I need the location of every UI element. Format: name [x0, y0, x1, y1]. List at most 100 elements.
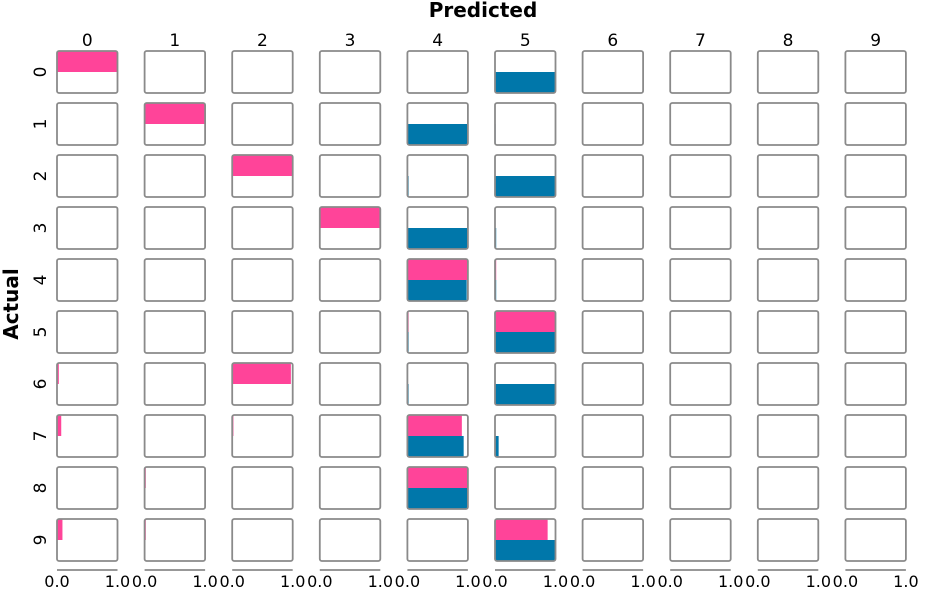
cell-frame	[756, 206, 820, 250]
bar	[407, 415, 462, 436]
cell-frame	[581, 518, 644, 562]
matrix-cell	[669, 414, 732, 458]
cell-frame	[844, 206, 907, 250]
matrix-cell	[669, 154, 732, 198]
cell-frame	[494, 518, 557, 562]
cell-frame	[231, 414, 294, 458]
cell-frame	[231, 154, 294, 198]
cell-frame	[844, 362, 907, 406]
matrix-cell	[143, 206, 207, 250]
matrix-cell	[318, 466, 382, 510]
x-tick-label: 0.0	[219, 572, 244, 591]
x-tick-label: 1.0	[368, 572, 393, 591]
matrix-cell	[756, 154, 820, 198]
matrix-cell	[844, 50, 907, 94]
matrix-cell	[406, 50, 469, 94]
matrix-cell	[669, 102, 732, 146]
row-label: 3	[31, 223, 51, 234]
bar	[407, 280, 467, 301]
bar	[407, 124, 468, 145]
matrix-cell	[231, 414, 294, 458]
cell-frame	[581, 310, 644, 354]
matrix-cell	[494, 102, 557, 146]
cell-frame	[581, 154, 644, 198]
cell-frame	[581, 414, 644, 458]
matrix-cell	[756, 258, 820, 302]
cell-frame	[318, 518, 382, 562]
cell-frame	[844, 414, 907, 458]
x-tick-label: 0.0	[44, 572, 69, 591]
x-tick-label: 1.0	[893, 572, 918, 591]
cell-frame	[406, 310, 469, 354]
cell-frame	[756, 154, 820, 198]
x-tick-label: 1.0	[455, 572, 480, 591]
x-tick-label: 0.0	[395, 572, 420, 591]
cell-frame	[143, 206, 207, 250]
bar	[144, 103, 206, 124]
matrix-cell	[56, 362, 119, 406]
cell-frame	[143, 518, 207, 562]
matrix-cell	[494, 258, 557, 302]
bar	[495, 332, 556, 353]
matrix-cell	[581, 154, 644, 198]
cell-frame	[143, 310, 207, 354]
cell-frame	[406, 414, 469, 458]
column-label: 4	[432, 31, 443, 51]
cell-frame	[581, 206, 644, 250]
cell-frame	[406, 466, 469, 510]
x-tick-label: 0.0	[570, 572, 595, 591]
row-label: 0	[31, 67, 51, 78]
x-tick-label: 0.0	[132, 572, 157, 591]
x-axis: 0.0 1.0	[132, 569, 218, 591]
cell-frame	[494, 466, 557, 510]
matrix-cell	[844, 102, 907, 146]
bar	[407, 228, 468, 249]
row-label: 9	[31, 535, 51, 546]
cell-frame	[318, 50, 382, 94]
x-tick-label: 1.0	[192, 572, 217, 591]
cell-frame	[406, 518, 469, 562]
cell-frame	[318, 362, 382, 406]
row-label: 2	[31, 171, 51, 182]
cell-frame	[756, 466, 820, 510]
matrix-cell	[406, 466, 469, 510]
matrix-cell	[844, 414, 907, 458]
column-label: 9	[870, 31, 881, 51]
cell-frame	[494, 206, 557, 250]
matrix-cell	[844, 258, 907, 302]
bar	[407, 259, 468, 280]
matrix-cell	[669, 466, 732, 510]
matrix-cell	[494, 154, 557, 198]
matrix-cell	[231, 466, 294, 510]
matrix-cell	[231, 206, 294, 250]
matrix-cell	[756, 518, 820, 562]
matrix-cell	[581, 206, 644, 250]
matrix-cell	[756, 50, 820, 94]
cell-frame	[844, 466, 907, 510]
cell-frame	[56, 414, 119, 458]
matrix-cell	[143, 466, 207, 510]
cell-frame	[231, 206, 294, 250]
cell-frame	[231, 310, 294, 354]
x-axis: 0.0 1.0	[395, 569, 481, 591]
row-label: 7	[31, 431, 51, 442]
cell-frame	[669, 258, 732, 302]
matrix-cell	[56, 518, 119, 562]
cell-frame	[318, 206, 382, 250]
x-tick-label: 0.0	[745, 572, 770, 591]
column-label: 2	[257, 31, 268, 51]
cell-frame	[56, 310, 119, 354]
matrix-cell	[669, 206, 732, 250]
bar	[57, 363, 59, 384]
matrix-cell	[406, 414, 469, 458]
matrix-cell	[756, 102, 820, 146]
matrix-cell	[231, 518, 294, 562]
matrix-cell	[143, 154, 207, 198]
cell-frame	[318, 102, 382, 146]
row-label: 1	[31, 119, 51, 130]
cell-frame	[669, 466, 732, 510]
